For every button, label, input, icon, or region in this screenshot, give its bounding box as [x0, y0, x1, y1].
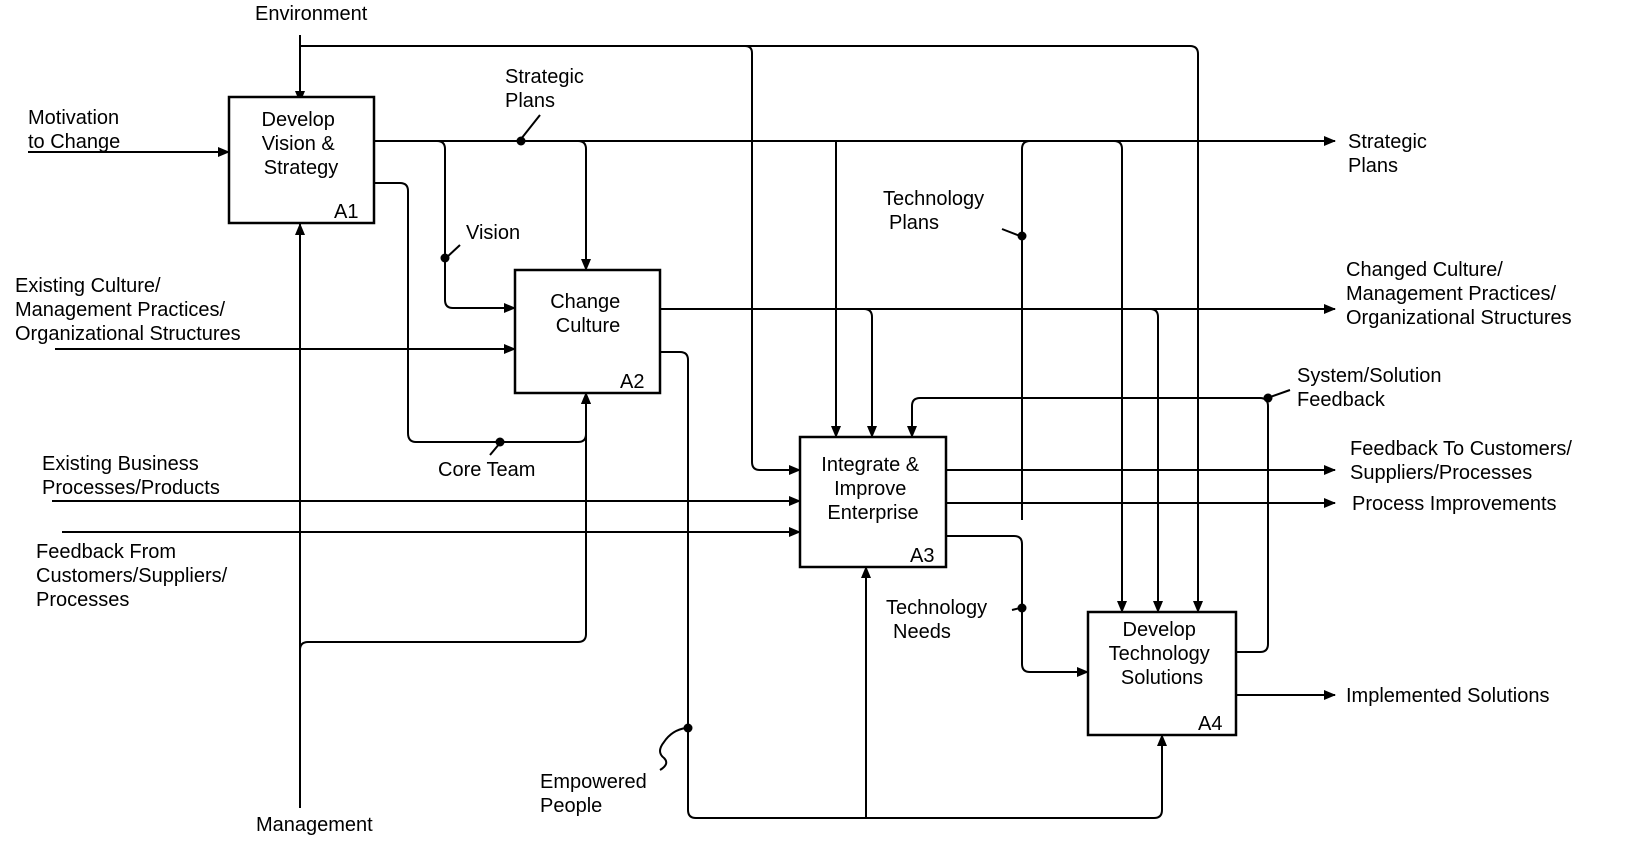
technology-plans-tick [1001, 228, 1021, 237]
system-feedback-tick [1269, 389, 1291, 398]
management-to-a2-line [299, 392, 591, 651]
changed-culture-to-a4-line [1149, 308, 1163, 613]
out-feedback-to-label: Feedback To Customers/ Suppliers/Process… [1350, 438, 1578, 484]
strategic-plans-internal-label: Strategic Plans [505, 66, 590, 112]
existing-business-label: Existing Business Processes/Products [42, 453, 220, 499]
system-feedback-label: System/Solution Feedback [1297, 365, 1447, 411]
technology-needs-label: Technology Needs [886, 597, 993, 643]
motivation-label: Motivation to Change [28, 107, 125, 153]
feedback-from-label: Feedback From Customers/Suppliers/ Proce… [36, 541, 233, 611]
a1-title: Develop Vision & Strategy [262, 109, 341, 179]
management-label: Management [256, 814, 373, 836]
strategic-plans-to-a2-line [577, 140, 591, 271]
empowered-people-tick [659, 727, 687, 771]
activity-box-a2: Change Culture A2 [513, 268, 662, 395]
technology-needs-dot [1017, 603, 1027, 613]
a4-title: Develop Technology Solutions [1109, 619, 1216, 689]
activity-box-a1: Develop Vision & Strategy A1 [227, 95, 376, 225]
out-implemented-solutions-label: Implemented Solutions [1346, 685, 1549, 707]
empowered-people-dot [683, 723, 693, 733]
junction-dots [440, 136, 1273, 733]
a2-id: A2 [620, 371, 644, 393]
technology-plans-dot [1017, 231, 1027, 241]
out-strategic-plans-label: Strategic Plans [1348, 131, 1433, 177]
environment-label: Environment [255, 3, 368, 25]
out-changed-culture-label: Changed Culture/ Management Practices/ O… [1346, 259, 1572, 329]
empowered-people-label: Empowered People [540, 771, 652, 817]
vision-label: Vision [466, 222, 520, 244]
activity-box-a3: Integrate & Improve Enterprise A3 [798, 435, 948, 569]
environment-to-a4-line [745, 45, 1203, 613]
a2-title: Change Culture [550, 291, 626, 337]
core-team-label: Core Team [438, 459, 535, 481]
changed-culture-to-a3-line [863, 308, 877, 438]
system-feedback-dot [1263, 393, 1273, 403]
existing-culture-label: Existing Culture/ Management Practices/ … [15, 275, 241, 345]
vision-dot [440, 253, 450, 263]
labels: Environment Management Motivation to Cha… [15, 3, 1578, 836]
out-process-improvements-label: Process Improvements [1352, 493, 1557, 515]
strategic-plans-tick [520, 114, 541, 140]
a4-id: A4 [1198, 713, 1222, 735]
a3-id: A3 [910, 545, 934, 567]
core-team-dot [495, 437, 505, 447]
strategic-plans-dot [516, 136, 526, 146]
vision-line [436, 140, 516, 313]
empowered-people-line [660, 351, 1167, 819]
a1-id: A1 [334, 201, 358, 223]
a3-title: Integrate & Improve Enterprise [821, 454, 924, 524]
technology-plans-label: Technology Plans [883, 188, 990, 234]
activity-box-a4: Develop Technology Solutions A4 [1086, 610, 1238, 737]
technology-plans-line [1021, 140, 1031, 520]
strategic-plans-to-a4-line [1113, 140, 1127, 613]
core-team-line [374, 182, 591, 443]
